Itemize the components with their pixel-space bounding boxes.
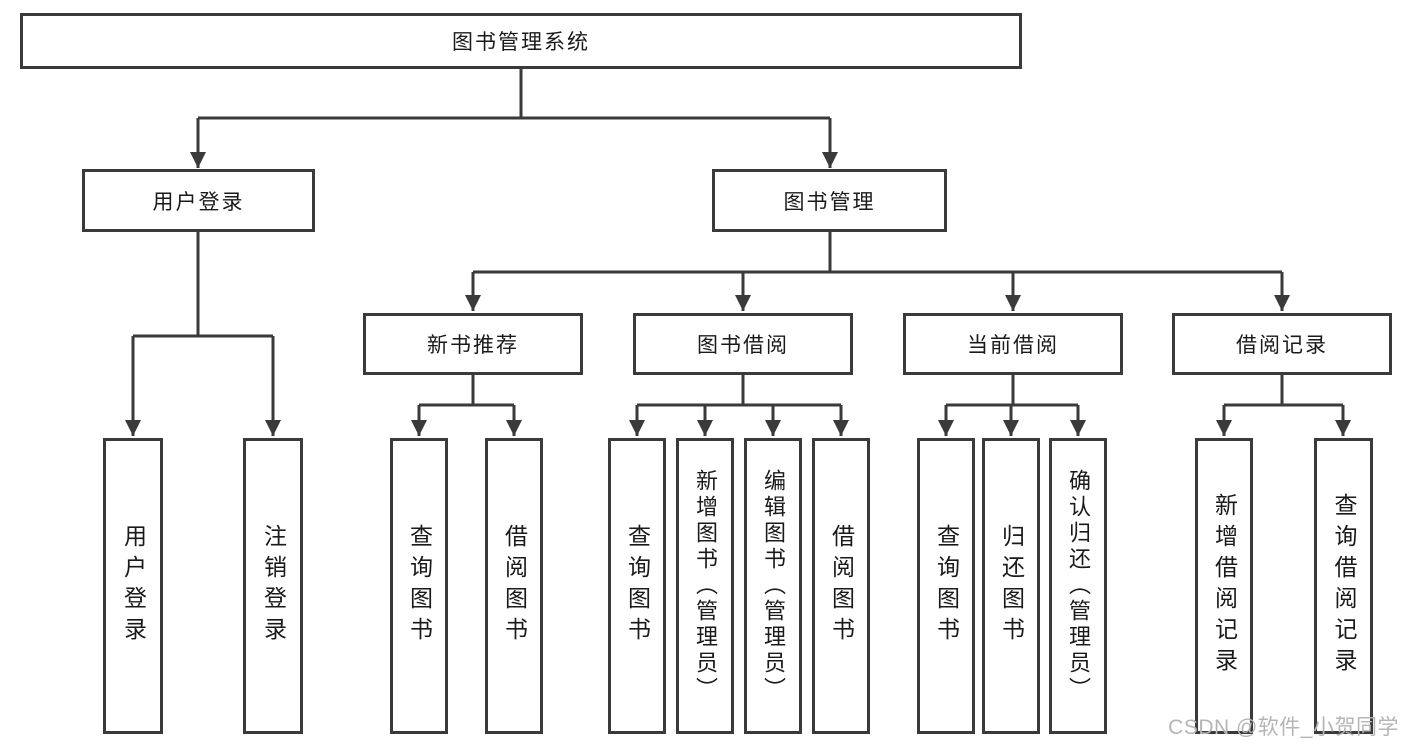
node-label: 新书推荐 xyxy=(427,334,519,357)
node-label: 借阅记录 xyxy=(1236,334,1328,357)
leaf-query-books-borrowing: 查询图书 xyxy=(608,438,666,734)
leaf-query-borrow-record: 查询借阅记录 xyxy=(1314,438,1373,734)
node-new-book-recommend: 新书推荐 xyxy=(363,313,583,375)
leaf-add-books-admin: 新增图书（管理员） xyxy=(676,438,734,734)
leaf-label: 查询图书 xyxy=(624,524,651,648)
node-borrowing-records: 借阅记录 xyxy=(1172,313,1392,375)
leaf-label: 归还图书 xyxy=(998,524,1025,648)
leaf-label: 新增借阅记录 xyxy=(1211,493,1238,679)
leaf-query-books-current: 查询图书 xyxy=(917,438,975,734)
node-label: 图书借阅 xyxy=(697,334,789,357)
node-current-borrowing: 当前借阅 xyxy=(903,313,1123,375)
csdn-watermark: CSDN @软件_小贺同学 xyxy=(1168,716,1399,739)
leaf-logout: 注销登录 xyxy=(243,438,303,734)
leaf-label: 借阅图书 xyxy=(501,524,528,648)
node-user-login: 用户登录 xyxy=(82,169,315,232)
leaf-borrow-books-borrowing: 借阅图书 xyxy=(812,438,870,734)
leaf-label: 查询图书 xyxy=(933,524,960,648)
node-label: 用户登录 xyxy=(152,190,245,214)
leaf-edit-books-admin: 编辑图书（管理员） xyxy=(744,438,802,734)
leaf-confirm-return-admin: 确认归还（管理员） xyxy=(1049,438,1107,734)
leaf-user-login: 用户登录 xyxy=(103,438,163,734)
leaf-label: 新增图书（管理员） xyxy=(693,469,718,703)
leaf-query-books-recommend: 查询图书 xyxy=(390,438,448,734)
leaf-add-borrow-record: 新增借阅记录 xyxy=(1195,438,1253,734)
node-book-borrowing: 图书借阅 xyxy=(633,313,853,375)
leaf-label: 确认归还（管理员） xyxy=(1066,469,1091,703)
leaf-label: 查询借阅记录 xyxy=(1331,493,1357,679)
leaf-label: 用户登录 xyxy=(120,524,147,648)
leaf-label: 注销登录 xyxy=(260,524,287,648)
leaf-label: 编辑图书（管理员） xyxy=(761,469,786,703)
node-label: 图书管理系统 xyxy=(452,31,590,54)
node-library-management-system: 图书管理系统 xyxy=(20,13,1022,69)
leaf-label: 借阅图书 xyxy=(828,524,855,648)
node-label: 图书管理 xyxy=(783,190,876,214)
leaf-borrow-books-recommend: 借阅图书 xyxy=(485,438,543,734)
leaf-label: 查询图书 xyxy=(406,524,433,648)
node-label: 当前借阅 xyxy=(967,334,1059,357)
leaf-return-books: 归还图书 xyxy=(982,438,1040,734)
node-book-management: 图书管理 xyxy=(712,169,947,232)
